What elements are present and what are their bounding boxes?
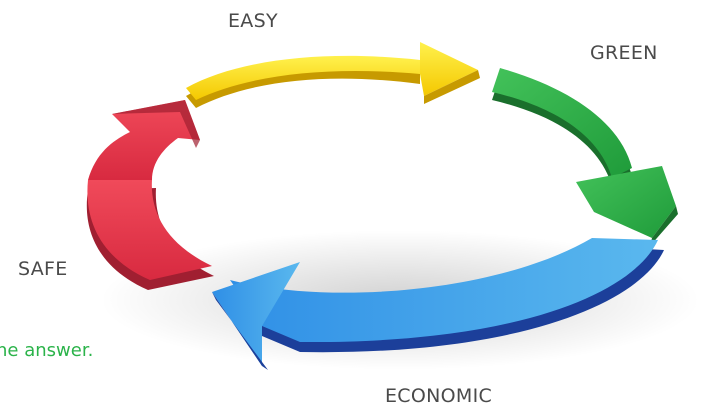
green-arrow	[492, 68, 678, 246]
economic-arrow	[212, 238, 664, 370]
label-safe: SAFE	[18, 258, 68, 280]
caption-text: ne answer.	[0, 340, 94, 361]
label-easy: EASY	[228, 10, 278, 32]
label-green: GREEN	[590, 42, 658, 64]
label-economic: ECONOMIC	[385, 385, 493, 407]
safe-arrow	[86, 100, 214, 290]
easy-arrow	[186, 42, 480, 108]
